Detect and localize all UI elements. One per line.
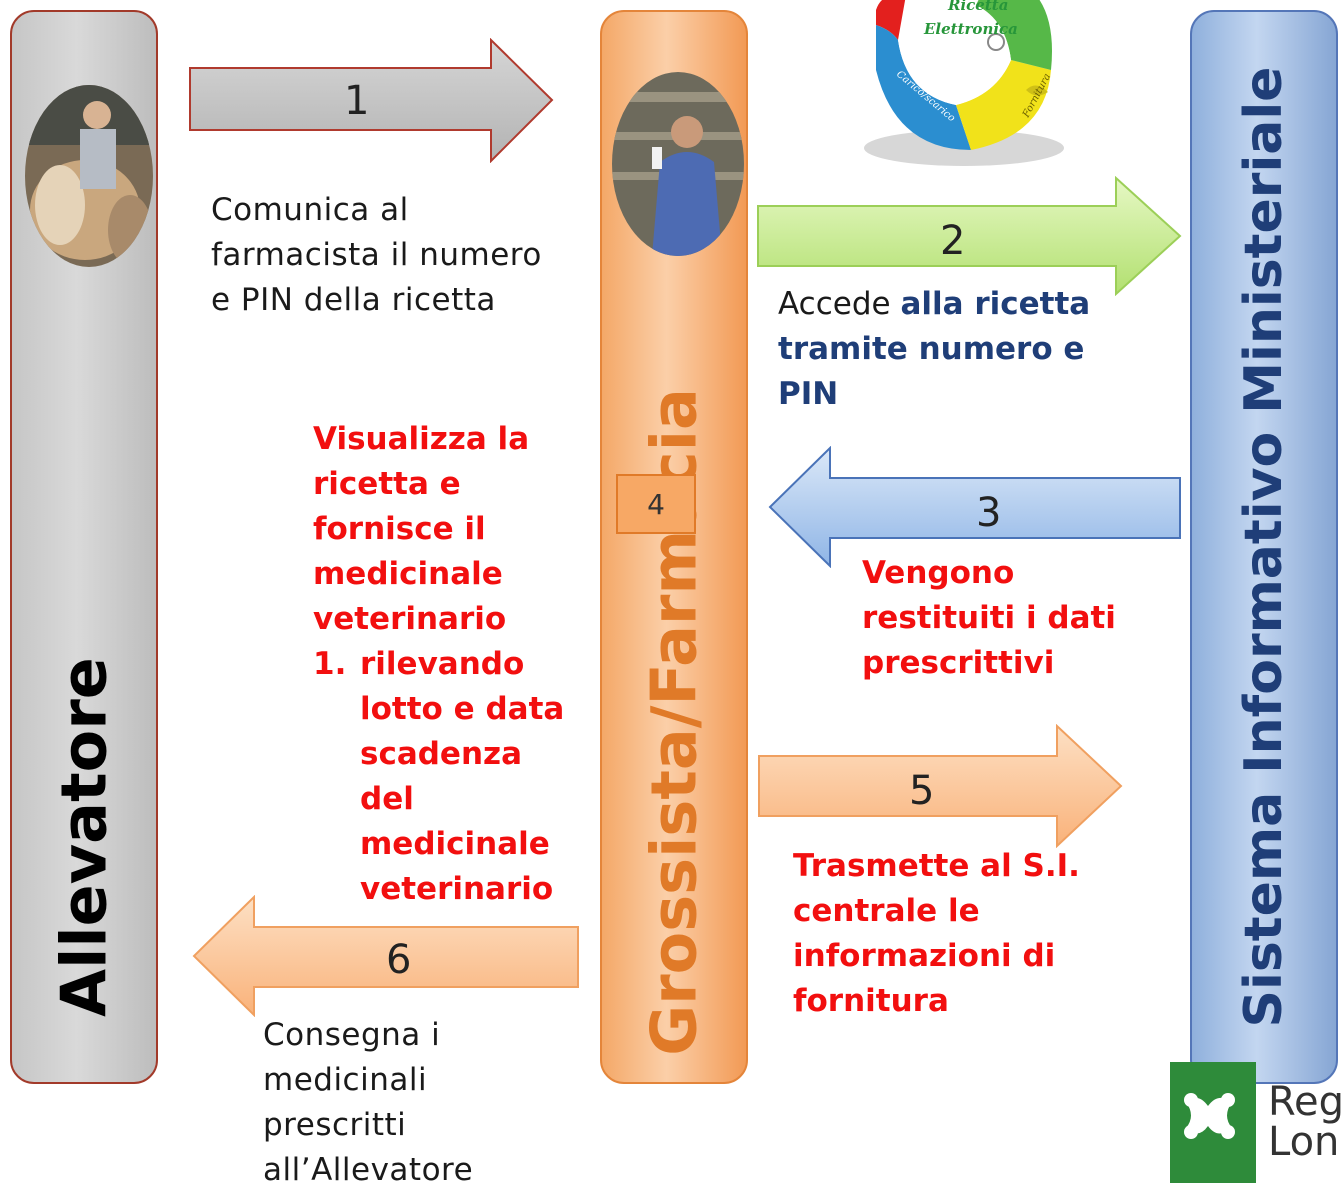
step-4-text: Visualizza la ricetta e fornisce il medi… bbox=[313, 421, 530, 637]
arrow-step-1: 1 bbox=[188, 38, 554, 163]
step-5-number: 5 bbox=[909, 768, 935, 814]
pharmacist-photo bbox=[612, 72, 744, 256]
step-1-number: 1 bbox=[344, 78, 370, 124]
badge-line2: Elettronica bbox=[923, 20, 1018, 38]
logo-line1: Reg bbox=[1268, 1079, 1342, 1125]
arrow-step-2: 2 bbox=[756, 176, 1182, 296]
arrow-step-6: 6 bbox=[192, 895, 580, 1017]
farmer-photo bbox=[25, 85, 153, 267]
badge-line1: Ricetta bbox=[947, 0, 1008, 14]
step-6-number: 6 bbox=[386, 937, 412, 983]
step-2-text-plain: Accede bbox=[778, 286, 901, 322]
lane-sistema: Sistema Informativo Ministeriale bbox=[1190, 10, 1338, 1084]
step-4-list-marker: 1. bbox=[313, 646, 347, 682]
step-4-number: 4 bbox=[616, 474, 696, 534]
arrow-step-5: 5 bbox=[757, 724, 1123, 848]
step-2-text: Accede alla ricetta tramite numero e PIN bbox=[778, 282, 1148, 417]
arrow-step-3: 3 bbox=[768, 446, 1182, 568]
step-3-number: 3 bbox=[976, 490, 1002, 536]
step-4-list-item: rilevando lotto e data scadenza del medi… bbox=[360, 646, 565, 907]
step-6-text: Consegna i medicinali prescritti all’All… bbox=[263, 1017, 474, 1188]
step-3-text: Vengono restituiti i dati prescrittivi bbox=[862, 555, 1116, 681]
lane-label-sistema: Sistema Informativo Ministeriale bbox=[1234, 66, 1294, 1028]
step-2-text-bold: alla ricetta tramite numero e PIN bbox=[778, 286, 1091, 412]
lane-label-allevatore: Allevatore bbox=[47, 657, 121, 1017]
regione-lombardia-logo: Reg Lon bbox=[1168, 1062, 1342, 1183]
step-1-text: Comunica al farmacista il numero e PIN d… bbox=[211, 192, 542, 318]
ricetta-elettronica-badge: Ricetta Elettronica Carico/scarico Forni… bbox=[836, 0, 1091, 170]
step-2-number: 2 bbox=[940, 218, 966, 264]
step-5-text: Trasmette al S.I. centrale le informazio… bbox=[793, 848, 1080, 1019]
logo-line2: Lon bbox=[1268, 1119, 1340, 1165]
